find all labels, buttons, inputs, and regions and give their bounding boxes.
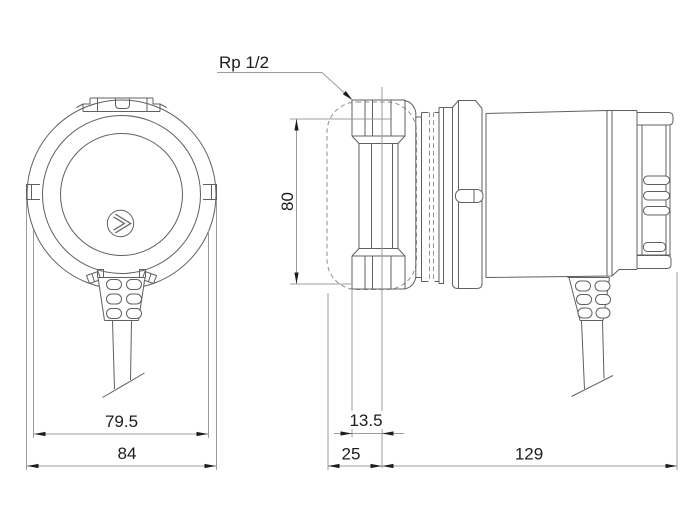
dim-label-80: 80	[278, 192, 297, 211]
gland-vent-slot	[126, 308, 142, 319]
gland-vent-slot	[577, 307, 593, 319]
gland-vent-slot	[126, 279, 142, 290]
front-power-cable	[102, 320, 145, 398]
gland-vent-slot	[594, 280, 611, 292]
front-left-clip	[26, 184, 40, 200]
arrowhead	[328, 463, 340, 469]
arrowhead	[34, 431, 46, 437]
thread-label: Rp 1/2	[219, 53, 269, 72]
arrowhead	[294, 272, 299, 284]
gland-vent-slot	[595, 294, 611, 305]
arrowhead	[382, 463, 394, 469]
gland-vent-slot	[576, 294, 592, 305]
end-cap-vent-slot	[643, 175, 670, 185]
dim-label-79-5: 79.5	[105, 412, 138, 431]
side-view	[326, 99, 674, 397]
arrowhead	[382, 431, 394, 436]
arrowhead	[294, 119, 299, 131]
gland-vent-slot	[595, 307, 611, 319]
arrowhead	[370, 463, 382, 469]
leader-arrowhead	[342, 91, 353, 100]
extension-lines	[26, 87, 678, 470]
end-cap-vent-slot	[643, 191, 670, 201]
dim-label-25: 25	[342, 445, 361, 464]
end-cap-vent-slot	[643, 206, 670, 216]
arrowhead	[204, 463, 216, 469]
thread-leader-line	[217, 72, 352, 100]
pump-head-rings	[403, 100, 453, 290]
gland-vent-slot	[106, 293, 122, 305]
logo-badge-circle	[106, 209, 135, 238]
front-outer-circle	[26, 99, 217, 290]
logo-chevron-icon-highlight	[113, 214, 130, 233]
gland-vent-slot	[575, 280, 591, 292]
gland-vent-slot	[106, 308, 122, 319]
arrowhead	[27, 463, 39, 469]
end-cap-lower-slot	[643, 242, 666, 252]
end-cap	[607, 110, 674, 277]
front-right-clip	[203, 184, 217, 200]
dim-label-84: 84	[118, 444, 137, 463]
front-view	[26, 97, 217, 398]
logo-chevron-icon	[113, 213, 132, 234]
motor-body	[485, 110, 613, 278]
dim-label-13-5: 13.5	[349, 411, 382, 430]
gland-vent-slot	[106, 279, 122, 290]
hidden-ring-lines	[429, 112, 434, 282]
arrowhead	[196, 431, 208, 437]
side-cable-gland	[567, 277, 610, 321]
front-middle-circle	[42, 115, 201, 274]
collar-slot	[455, 189, 484, 203]
front-face-circle	[60, 133, 183, 256]
gland-vent-slot	[126, 293, 142, 305]
dim-text-halo	[347, 411, 386, 429]
pipe-port-stack	[351, 99, 406, 290]
dim-label-129: 129	[515, 445, 543, 464]
front-top-clip	[76, 97, 167, 112]
arrowhead	[340, 431, 352, 436]
side-power-cable	[571, 320, 614, 397]
arrowhead	[665, 463, 677, 469]
dimensions: Rp 1/2 80 79.5 84 13.5 25 129	[26, 53, 678, 470]
